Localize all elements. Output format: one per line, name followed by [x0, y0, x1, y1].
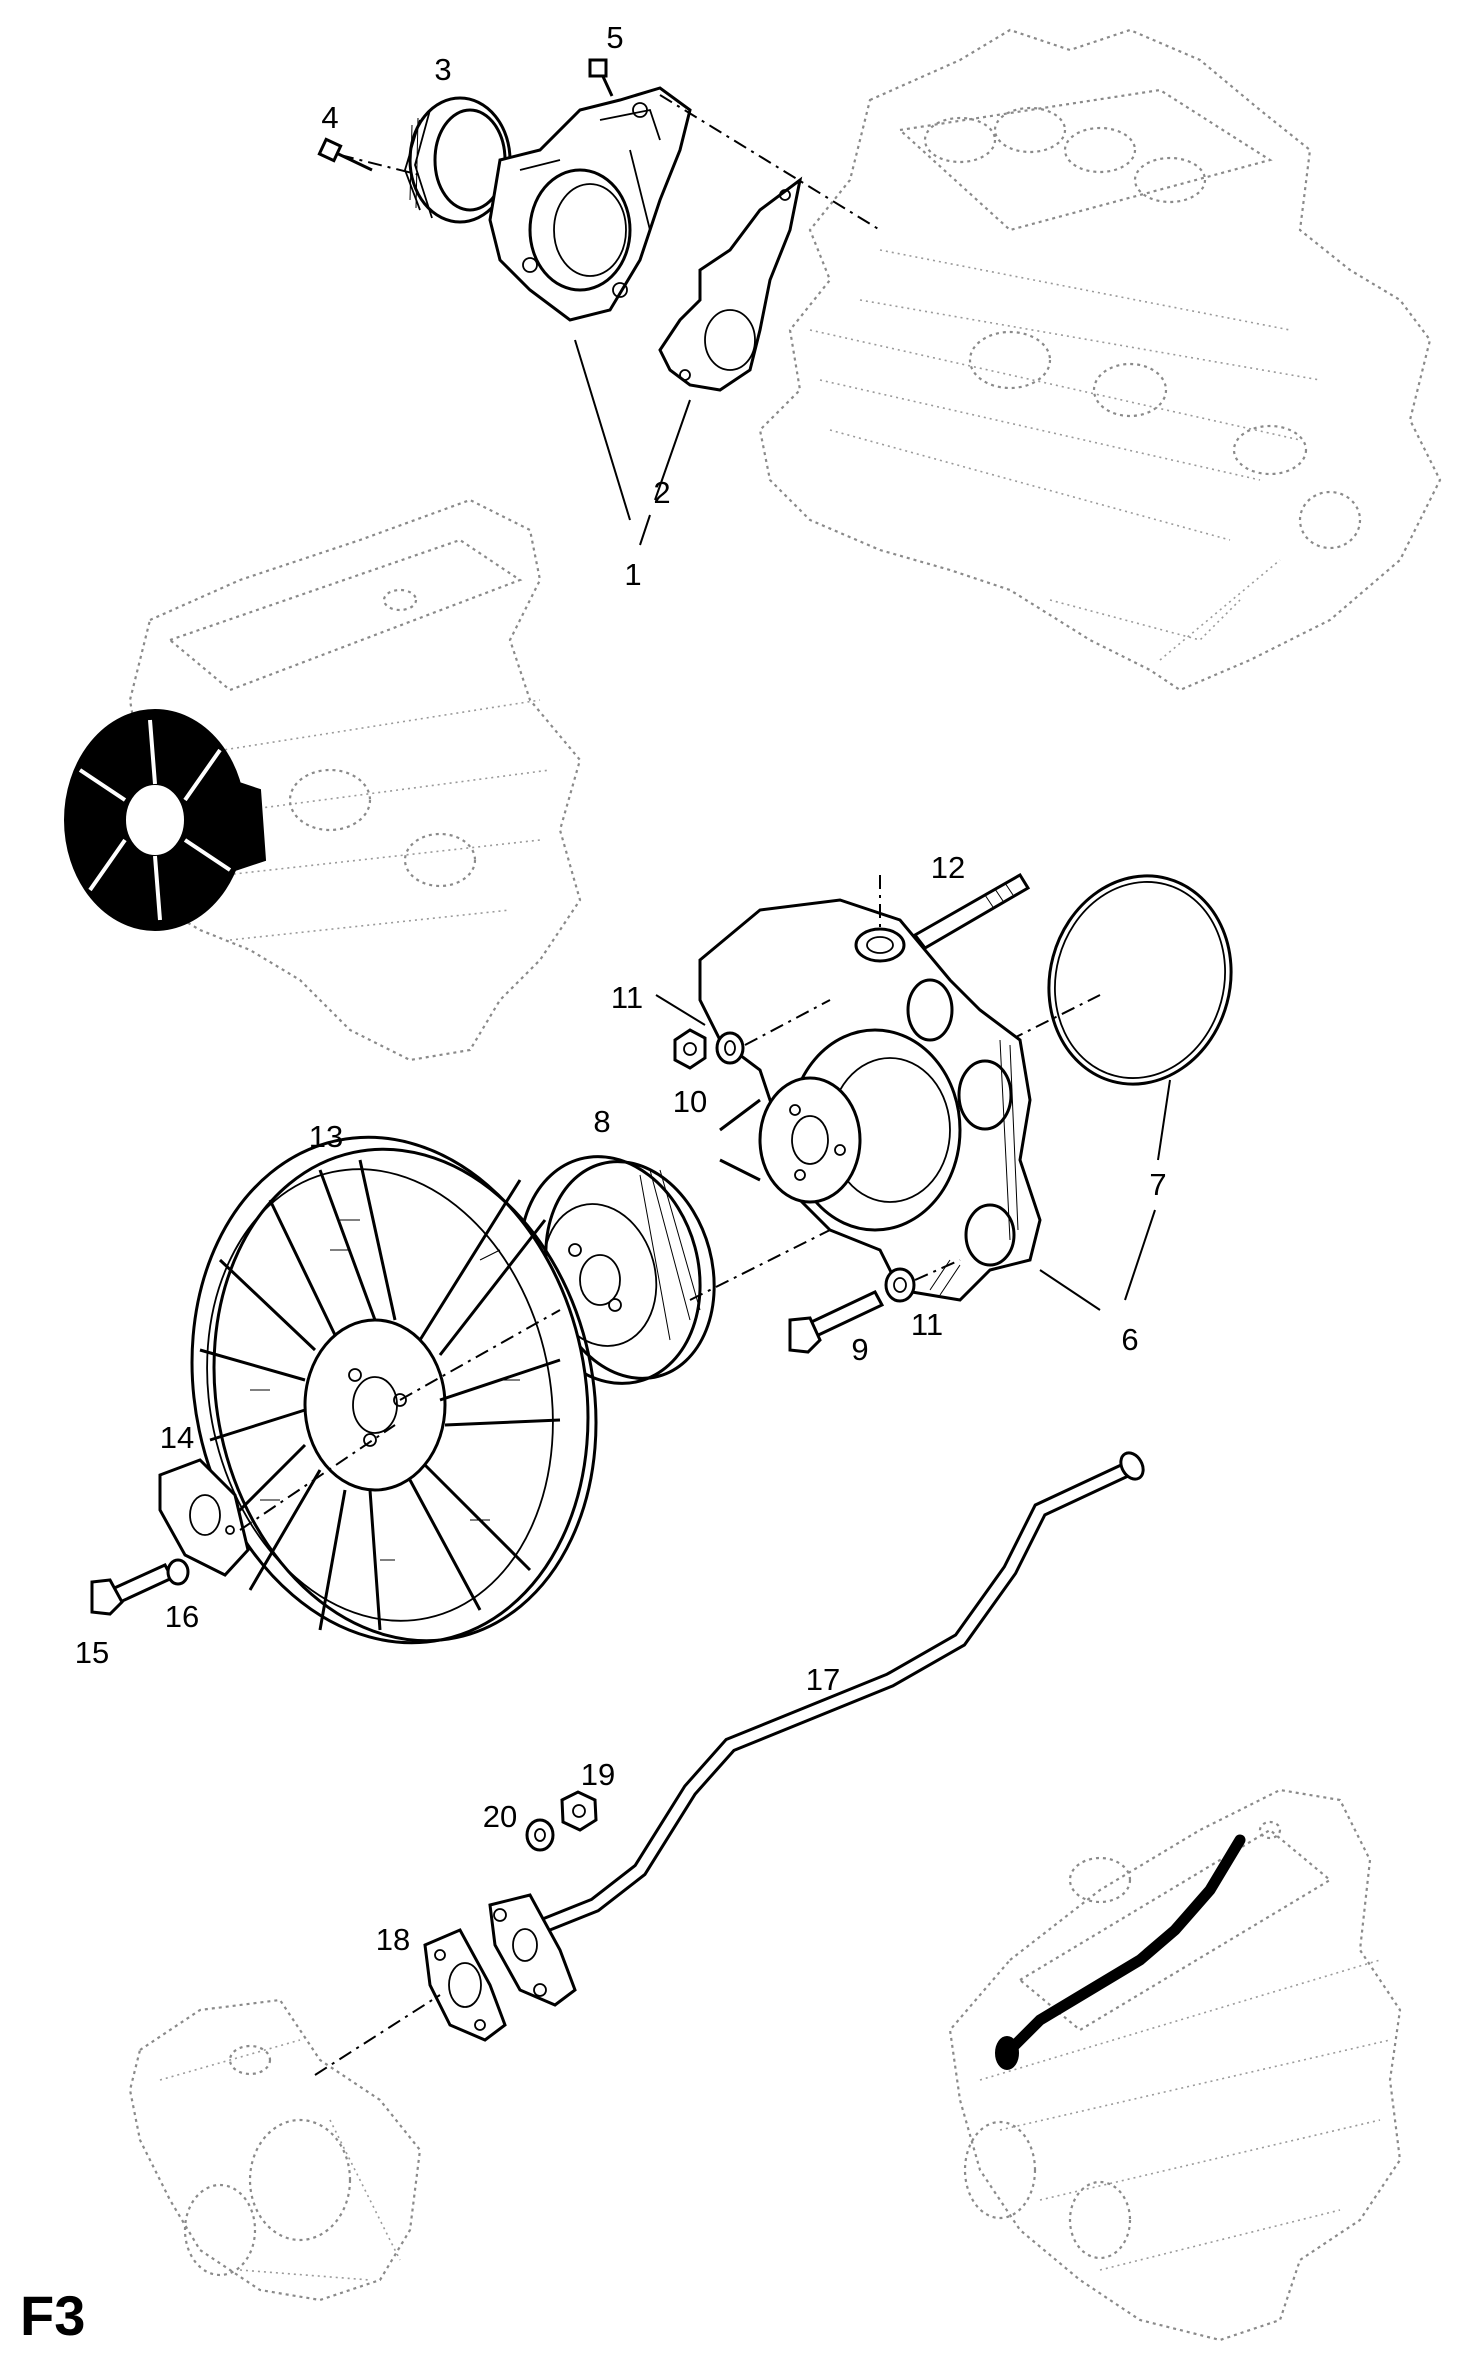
o-ring [1047, 874, 1233, 1086]
callout-12: 12 [931, 850, 965, 885]
pump-housing [488, 86, 692, 322]
fan-13 [190, 1135, 598, 1645]
callout-14: 14 [160, 1420, 194, 1455]
callout-3: 3 [434, 52, 451, 87]
callout-labels: 1 2 3 4 5 6 7 8 9 10 11 11 12 13 14 15 1… [20, 20, 1167, 2347]
callout-11-upper: 11 [611, 980, 643, 1015]
callout-15: 15 [75, 1635, 109, 1670]
callout-4: 4 [321, 100, 338, 135]
nut-19 [560, 1790, 598, 1832]
callout-16: 16 [165, 1599, 199, 1634]
callout-5: 5 [606, 20, 623, 55]
fan-highlight [64, 709, 267, 931]
callout-6: 6 [1121, 1322, 1138, 1357]
callout-17: 17 [806, 1662, 840, 1697]
stud [912, 872, 1031, 950]
callout-18: 18 [376, 1922, 410, 1957]
gasket-2 [658, 176, 803, 392]
nut [673, 1028, 707, 1070]
engine-block-ghost-top [758, 28, 1442, 692]
callout-9: 9 [851, 1332, 868, 1367]
callout-13: 13 [309, 1119, 343, 1154]
callout-7: 7 [1149, 1167, 1166, 1202]
callout-20: 20 [483, 1799, 517, 1834]
callout-10: 10 [673, 1084, 707, 1119]
pipe-flange [488, 1893, 577, 2007]
pipe-highlight [995, 1834, 1246, 2070]
callout-8: 8 [593, 1104, 610, 1139]
flange-gasket [423, 1928, 507, 2042]
callout-19: 19 [581, 1757, 615, 1792]
callout-2: 2 [653, 475, 670, 510]
callout-1: 1 [624, 557, 641, 592]
engine-ghost-bottom [948, 1788, 1402, 2342]
spacer-plate [158, 1458, 250, 1577]
water-pump-assembly [655, 872, 1233, 1354]
coolant-pipe [314, 1451, 1145, 2076]
callout-11-lower: 11 [911, 1307, 943, 1342]
engine-ghost-left [128, 498, 582, 1062]
figure-label: F3 [20, 2284, 85, 2347]
pump-ghost-bottom [128, 1998, 422, 2302]
water-pump-housing-upper [317, 58, 881, 546]
fan-fasteners [90, 1424, 396, 1616]
